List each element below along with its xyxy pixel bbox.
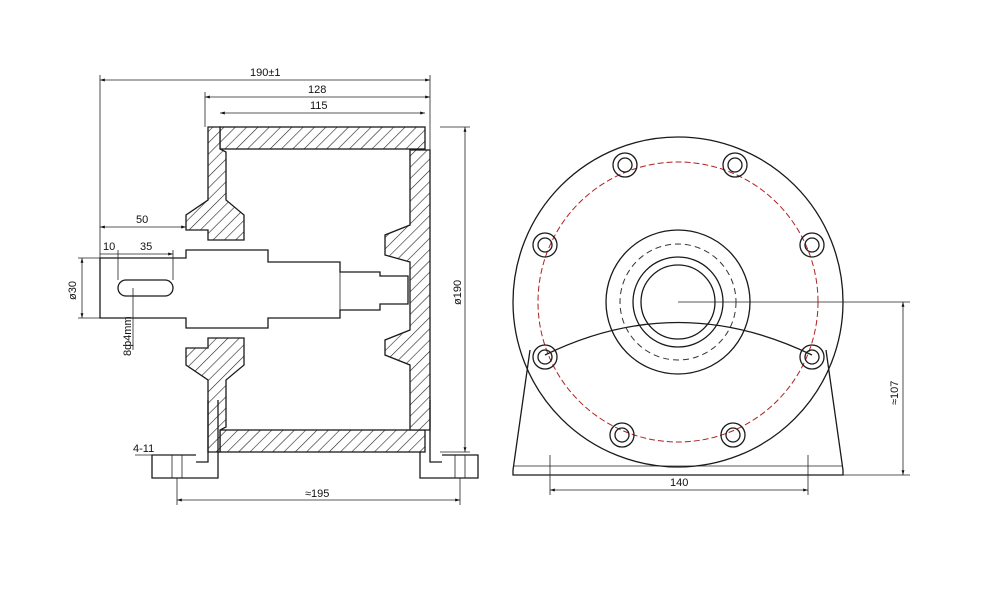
dim-keyway-length: 35 <box>140 241 152 253</box>
dim-shaft-extension: 50 <box>136 214 148 226</box>
left-wall-upper <box>185 126 245 241</box>
left-wall-lower <box>185 337 245 453</box>
side-view: 190±1 128 115 50 10 35 ø30 8ф4mm ø190 4-… <box>67 67 479 505</box>
dim-housing-length: 128 <box>308 84 326 96</box>
dim-mount-holes: 4-11 <box>133 443 154 455</box>
bracket-arc <box>544 321 813 356</box>
input-shaft <box>99 249 409 329</box>
left-foot <box>151 400 219 479</box>
keyway <box>117 279 174 297</box>
bolt-holes <box>532 152 825 448</box>
dim-inner-length: 115 <box>310 100 328 112</box>
right-foot <box>419 400 479 479</box>
bottom-cover-section <box>219 429 426 453</box>
base-bracket <box>512 349 844 476</box>
top-cover-section <box>219 126 426 150</box>
dim-keyway-offset: 10 <box>103 241 115 253</box>
front-view: 140 ≈107 <box>512 136 910 495</box>
dim-key-size: 8ф4mm <box>122 316 134 356</box>
dim-foot-span: ≈195 <box>305 488 329 500</box>
dim-housing-diameter: ø190 <box>452 280 464 305</box>
dim-shaft-diameter: ø30 <box>67 281 79 300</box>
dim-base-hole-span: 140 <box>670 477 688 489</box>
dim-center-height: ≈107 <box>889 381 901 405</box>
dim-overall-length: 190±1 <box>250 67 281 79</box>
